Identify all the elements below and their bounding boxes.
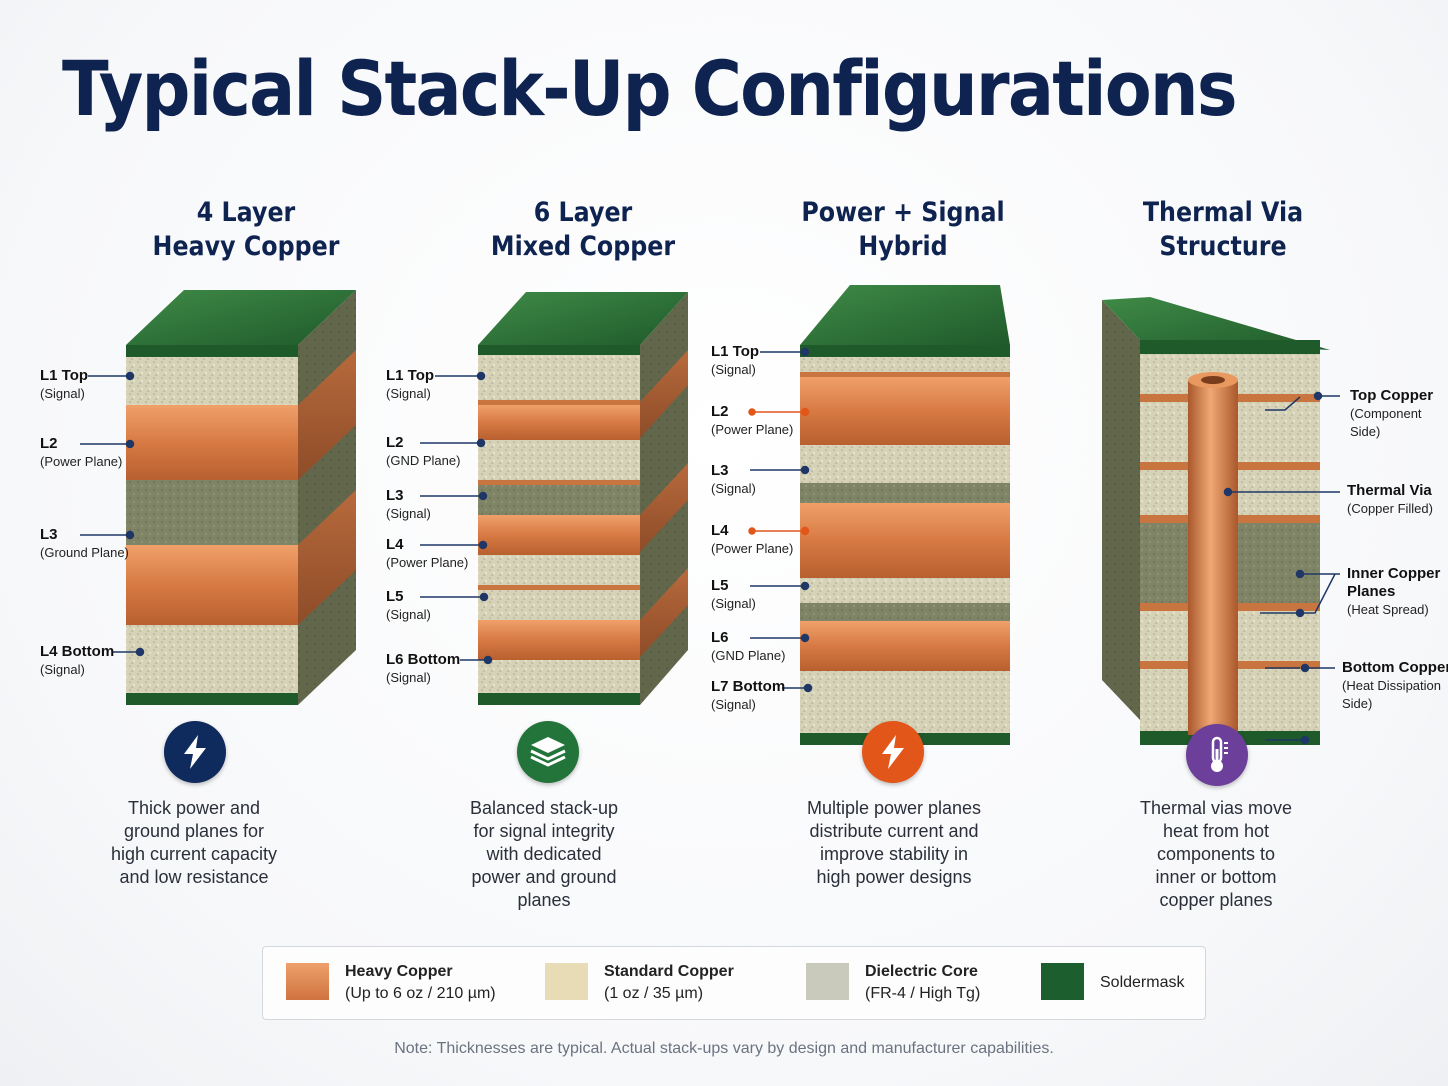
- lightning-bolt-icon: [862, 721, 924, 783]
- layer-label-thermal-via: Thermal Via (Copper Filled): [1347, 482, 1433, 516]
- stack-block-thermal-via: [1102, 297, 1330, 745]
- layer-label-l4-bottom: L4 Bottom(Signal): [40, 643, 115, 677]
- thermometer-icon: [1186, 724, 1248, 786]
- layer-label-l3: L3(Signal): [386, 487, 431, 521]
- layer-label-l3: L3(Signal): [711, 462, 756, 496]
- legend-swatch: [806, 963, 849, 1000]
- layer-label-l5: L5(Signal): [711, 577, 756, 611]
- layer-label-l1-top: L1 Top(Signal): [40, 367, 89, 401]
- layer-label-l6: L6(GND Plane): [711, 629, 786, 663]
- layer-label-l7-bottom: L7 Bottom(Signal): [711, 678, 786, 712]
- legend: Heavy Copper(Up to 6 oz / 210 µm) Standa…: [262, 946, 1206, 1020]
- page-title: Typical Stack-Up Configurations: [62, 44, 1238, 133]
- layer-label-l2: L2(GND Plane): [386, 434, 461, 468]
- layer-label-l6-bottom: L6 Bottom(Signal): [386, 651, 461, 685]
- footnote: Note: Thicknesses are typical. Actual st…: [394, 1040, 1054, 1057]
- layers-stack-icon: [517, 721, 579, 783]
- layer-label-l3: L3(Ground Plane): [40, 526, 129, 560]
- stack-block-6-layer: [478, 292, 688, 705]
- legend-swatch: [545, 963, 588, 1000]
- layer-label-l2: L2(Power Plane): [40, 435, 123, 469]
- legend-swatch: [286, 963, 329, 1000]
- layer-label-l1-top: L1 Top(Signal): [711, 343, 760, 377]
- layer-label-l1-top: L1 Top(Signal): [386, 367, 435, 401]
- legend-swatch: [1041, 963, 1084, 1000]
- leader-lines: [80, 347, 1340, 745]
- layer-label-l5: L5(Signal): [386, 588, 431, 622]
- stack-block-hybrid: [800, 285, 1010, 745]
- layer-label-l4: L4(Power Plane): [386, 536, 469, 570]
- lightning-bolt-icon: [164, 721, 226, 783]
- stack-block-4-layer: [126, 290, 356, 705]
- layer-label-l2: L2(Power Plane): [711, 403, 794, 437]
- layer-label-l4: L4(Power Plane): [711, 522, 794, 556]
